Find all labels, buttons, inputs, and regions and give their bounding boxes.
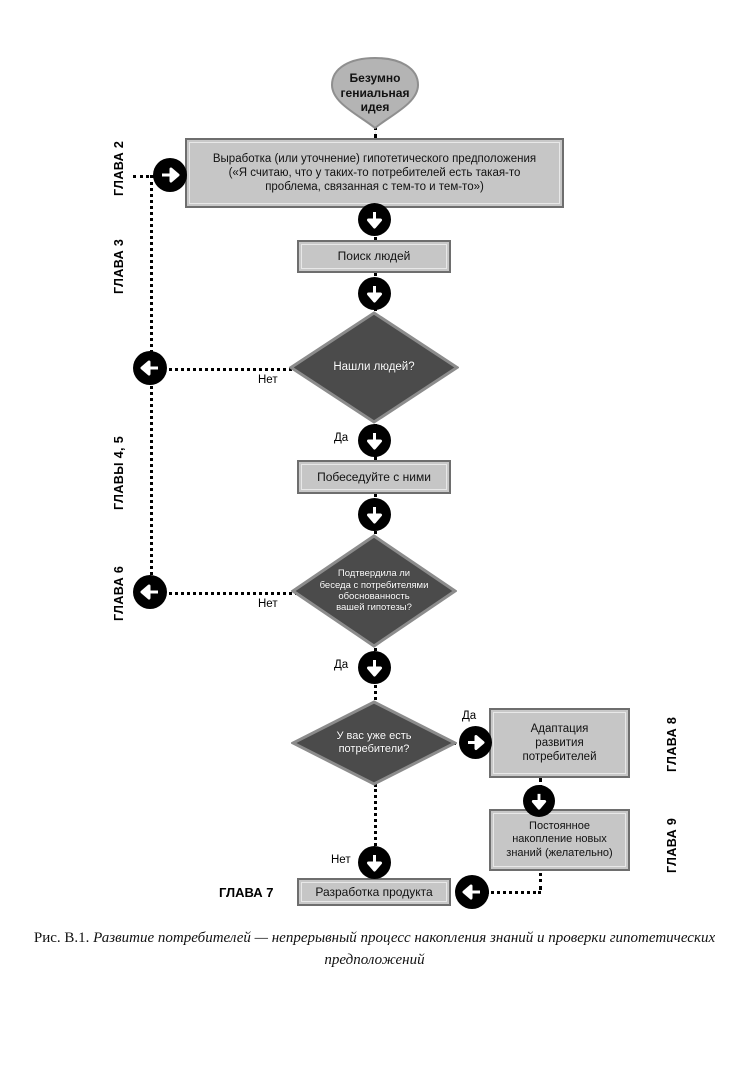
node-idea: Безумно гениальная идея <box>329 56 421 130</box>
node-talk-label: Побеседуйте с ними <box>317 469 431 484</box>
arrow-right-icon <box>153 158 187 192</box>
figure-caption-text: Развитие потребителей — непрерывный проц… <box>93 930 716 968</box>
edge-label-found-yes: Да <box>334 432 349 444</box>
arrow-down-icon <box>358 424 391 457</box>
arrow-down-icon <box>358 277 391 310</box>
node-continuous-label: Постоянное накопление новых знаний (жела… <box>506 819 613 859</box>
arrow-right-icon <box>459 726 492 759</box>
node-continuous: Постоянное накопление новых знаний (жела… <box>489 809 630 871</box>
chapter-label-left-3: ГЛАВА 6 <box>112 565 126 621</box>
node-adaptation: Адаптация развития потребителей <box>489 708 630 778</box>
chapter-label-right-1: ГЛАВА 9 <box>665 817 679 873</box>
diamond-shape <box>291 700 457 786</box>
diamond-shape <box>289 311 459 424</box>
node-have-customers-label: У вас уже есть потребители? <box>336 729 412 755</box>
connector-found-no <box>162 368 298 371</box>
connector-have-yes <box>452 742 464 745</box>
node-find-people: Поиск людей <box>297 240 451 273</box>
figure-caption: Рис. В.1. Развитие потребителей — непрер… <box>0 928 749 972</box>
node-confirmed: Подтвердила ли беседа с потребителями об… <box>291 534 457 648</box>
edge-label-confirmed-no: Нет <box>258 598 278 610</box>
arrow-down-icon <box>523 785 555 817</box>
node-found-people-label: Нашли людей? <box>333 360 415 373</box>
figure-caption-lead: Рис. В.1. <box>33 930 90 946</box>
connector-confirmed-no <box>162 592 298 595</box>
node-have-customers: У вас уже есть потребители? <box>291 700 457 786</box>
edge-label-have-no: Нет <box>331 854 351 866</box>
connector-continuous-down <box>539 866 542 890</box>
node-hypothesis-label: Выработка (или уточнение) гипотетическог… <box>212 152 537 193</box>
node-found-people: Нашли людей? <box>289 311 459 424</box>
arrow-down-icon <box>358 203 391 236</box>
arrow-left-icon <box>455 875 489 909</box>
node-find-people-label: Поиск людей <box>337 249 411 264</box>
edge-label-confirmed-yes: Да <box>334 659 349 671</box>
chapter-label-left-0: ГЛАВА 2 <box>112 140 126 196</box>
chapter-label-left-2: ГЛАВЫ 4, 5 <box>112 435 126 510</box>
node-talk: Побеседуйте с ними <box>297 460 451 494</box>
edge-label-have-yes: Да <box>462 710 477 722</box>
arrow-down-icon <box>358 498 391 531</box>
node-adaptation-label: Адаптация развития потребителей <box>522 722 597 763</box>
chapter-label-left-1: ГЛАВА 3 <box>112 238 126 294</box>
connector-have-no <box>374 784 377 846</box>
connector-continuous-to-product <box>486 891 541 894</box>
connector-left-to-hypothesis <box>133 175 155 178</box>
node-idea-label: Безумно гениальная идея <box>340 71 410 115</box>
diamond-shape <box>291 534 457 648</box>
node-product-dev-label: Разработка продукта <box>315 884 433 899</box>
arrow-left-icon <box>133 575 167 609</box>
arrow-down-icon <box>358 846 391 879</box>
connector-idea-to-hypothesis <box>374 126 377 138</box>
idea-blob-shape <box>330 56 420 130</box>
node-product-dev: Разработка продукта <box>297 878 451 906</box>
edge-label-found-no: Нет <box>258 374 278 386</box>
arrow-left-icon <box>133 351 167 385</box>
arrow-down-icon <box>358 651 391 684</box>
chapter-label-right-0: ГЛАВА 8 <box>665 716 679 772</box>
node-hypothesis: Выработка (или уточнение) гипотетическог… <box>185 138 564 208</box>
chapter-label-bottom-left: ГЛАВА 7 <box>219 885 274 900</box>
node-confirmed-label: Подтвердила ли беседа с потребителями об… <box>319 568 429 614</box>
